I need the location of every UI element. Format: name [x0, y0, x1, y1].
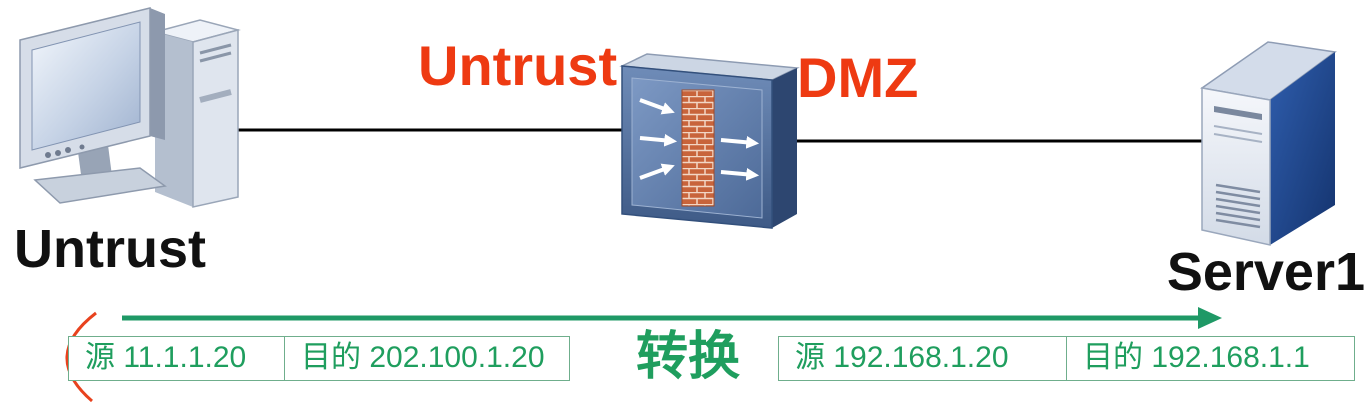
untrust-zone-label: Untrust	[418, 34, 618, 97]
firewall-icon	[619, 53, 800, 229]
packet-before-table: 源 11.1.1.20 目的 202.100.1.20	[68, 336, 570, 381]
packet-after-table: 源 192.168.1.20 目的 192.168.1.1	[778, 336, 1355, 381]
pc-icon	[19, 7, 241, 208]
client-label: Untrust	[14, 219, 206, 279]
dmz-zone-label: DMZ	[797, 46, 919, 109]
packet-after-destination: 目的 192.168.1.1	[1066, 337, 1354, 380]
flow-arrow-icon	[122, 307, 1222, 329]
return-bracket-icon	[65, 311, 97, 403]
packet-before-destination: 目的 202.100.1.20	[284, 337, 569, 380]
translation-label: 转换	[636, 328, 741, 386]
server-icon	[1200, 41, 1337, 246]
server-label: Server1	[1166, 242, 1365, 302]
packet-after-source: 源 192.168.1.20	[795, 341, 1009, 374]
packet-before-source: 源 11.1.1.20	[85, 341, 247, 374]
brick-wall-icon	[681, 89, 715, 207]
